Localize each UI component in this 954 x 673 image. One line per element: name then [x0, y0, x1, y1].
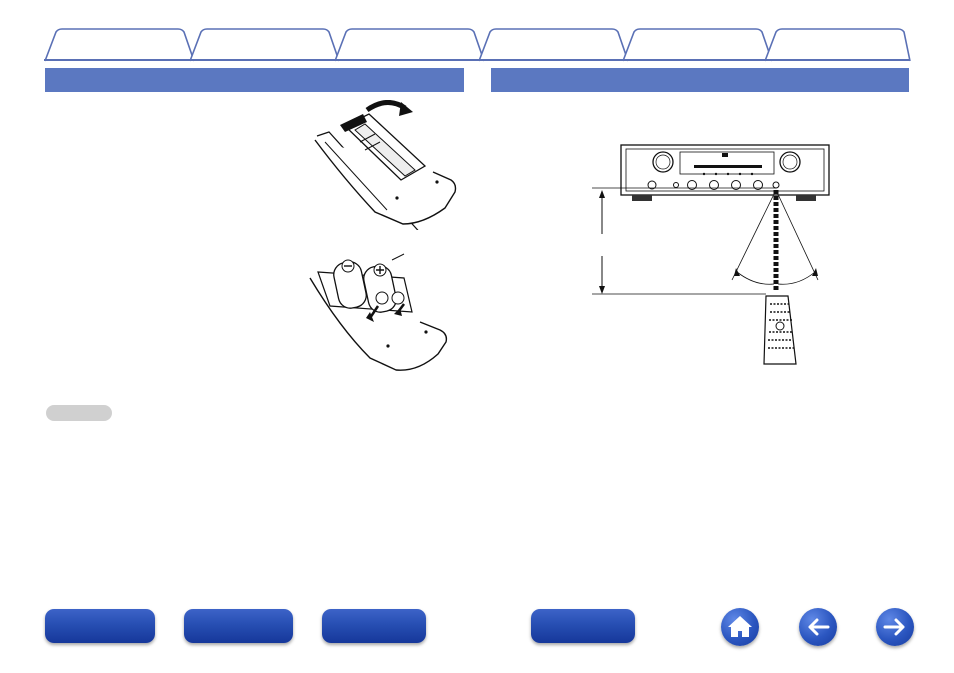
section-header-batteries — [45, 68, 464, 92]
tab-3[interactable] — [334, 28, 494, 62]
tab-baseline — [44, 59, 910, 61]
home-icon — [728, 616, 752, 637]
top-tab-bar — [44, 28, 911, 62]
tab-2[interactable] — [189, 28, 349, 62]
tab-4[interactable] — [478, 28, 638, 62]
nav-contents-button[interactable] — [45, 609, 155, 643]
note-label-pill — [46, 405, 112, 421]
tab-1[interactable] — [44, 28, 204, 62]
arrow-right-icon — [883, 618, 905, 636]
tab-6[interactable] — [764, 28, 924, 62]
remote-batteries-insert-illustration — [309, 253, 448, 371]
nav-front-rear-button[interactable] — [184, 609, 293, 643]
remote-cover-open-illustration — [314, 100, 457, 230]
remote-operating-range-diagram — [592, 144, 830, 365]
nav-index-button[interactable] — [531, 609, 635, 643]
arrow-left-icon — [808, 618, 830, 636]
forward-button[interactable] — [876, 608, 914, 646]
tab-5[interactable] — [622, 28, 782, 62]
home-button[interactable] — [721, 608, 759, 646]
section-header-operating-range — [491, 68, 909, 92]
back-button[interactable] — [799, 608, 837, 646]
nav-remote-button[interactable] — [322, 609, 426, 643]
